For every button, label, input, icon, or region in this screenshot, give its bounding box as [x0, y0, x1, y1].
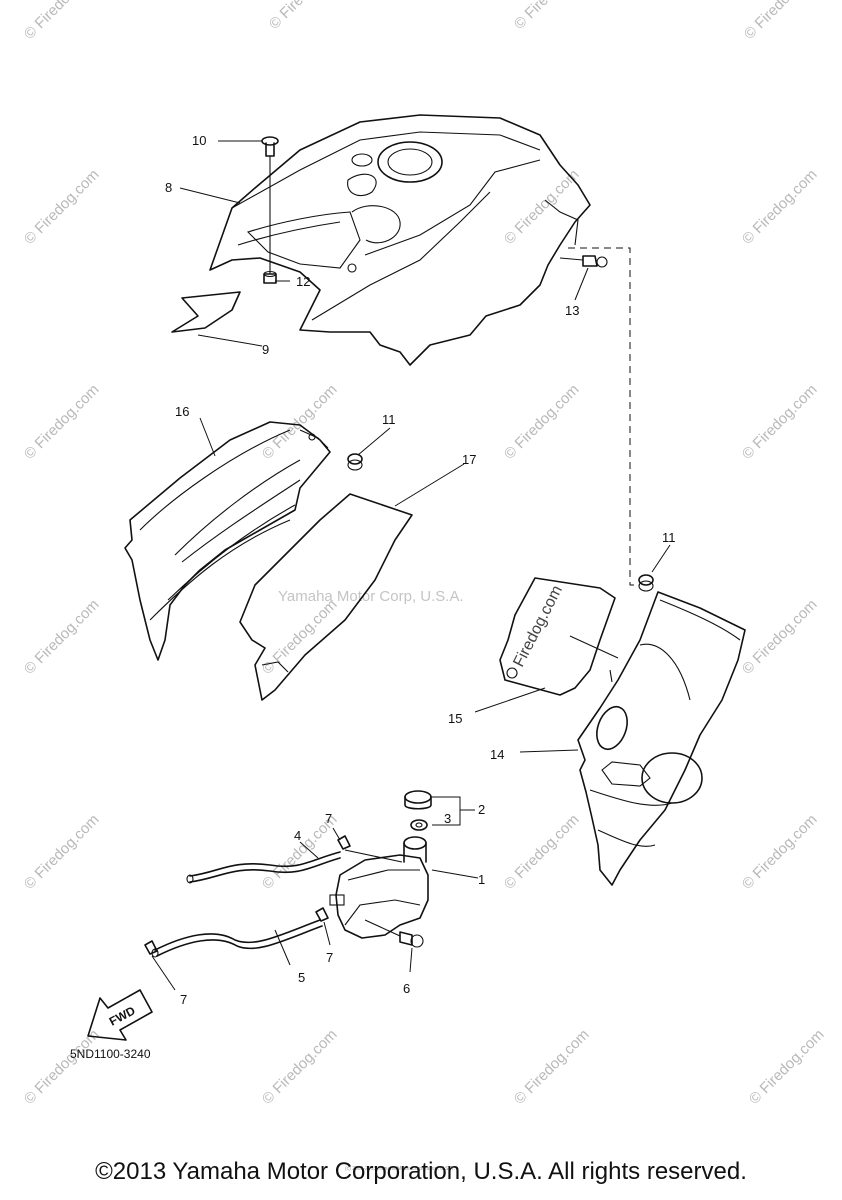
callout-14: 14	[490, 747, 504, 762]
diagram-code: 5ND1100-3240	[70, 1047, 151, 1061]
watermark-text: © Firedog.com	[259, 596, 341, 678]
watermark-text: © Firedog.com	[746, 1026, 828, 1108]
callout-11: 11	[662, 530, 676, 545]
callout-layer: 1 2 3 4 5 6 7 7 7 8 9 10 11 11 12 13 14 …	[151, 133, 676, 1007]
bolt-part	[559, 255, 608, 268]
washer-part	[410, 819, 428, 831]
cap-part	[404, 790, 432, 810]
watermark-text: © Firedog.com	[259, 1026, 341, 1108]
callout-15: 15	[448, 711, 462, 726]
connection-line	[568, 247, 640, 586]
callout-9: 9	[262, 342, 269, 357]
callout-13: 13	[565, 303, 579, 318]
left-pad-part	[239, 493, 413, 701]
callout-2: 2	[478, 802, 485, 817]
callout-7: 7	[325, 811, 332, 826]
watermark-text: © Firedog.com	[739, 811, 821, 893]
hose-upper-part	[186, 849, 403, 884]
callout-17: 17	[462, 452, 476, 467]
watermark-layer: © Firedog.com © Firedog.com © Firedog.co…	[21, 0, 828, 1108]
callout-16: 16	[175, 404, 189, 419]
clip-part	[315, 907, 329, 922]
watermark-text: © Firedog.com	[501, 166, 583, 248]
right-pad-part: Firedog.com	[499, 577, 619, 696]
watermark-text: © Firedog.com	[21, 166, 103, 248]
watermark-text: © Firedog.com	[739, 381, 821, 463]
pad-part	[171, 291, 241, 333]
watermark-text: © Firedog.com	[741, 0, 823, 43]
watermark-text: © Firedog.com	[511, 0, 593, 33]
left-side-cover-part	[124, 421, 331, 661]
callout-11: 11	[382, 412, 396, 427]
callout-4: 4	[294, 828, 301, 843]
clip-part	[337, 835, 351, 850]
copyright-footer: ©2013 Yamaha Motor Corporation, U.S.A. A…	[95, 1158, 747, 1185]
callout-8: 8	[165, 180, 172, 195]
callout-10: 10	[192, 133, 206, 148]
watermark-text: © Firedog.com	[21, 381, 103, 463]
hose-lower-part	[151, 919, 323, 958]
watermark-text: © Firedog.com	[21, 0, 103, 43]
callout-7: 7	[326, 950, 333, 965]
watermark-corp-text: Yamaha Motor Corp, U.S.A.	[278, 588, 464, 605]
watermark-text: © Firedog.com	[511, 1026, 593, 1108]
reservoir-tank-part	[329, 836, 429, 939]
fwd-arrow-icon: FWD	[87, 989, 153, 1041]
grommet-part	[638, 574, 654, 592]
watermark-text: Firedog.com	[510, 583, 566, 670]
watermark-text: © Firedog.com	[21, 596, 103, 678]
callout-6: 6	[403, 981, 410, 996]
watermark-text: © Firedog.com	[501, 811, 583, 893]
watermark-text: © Firedog.com	[501, 381, 583, 463]
callout-7: 7	[180, 992, 187, 1007]
left-pad-part	[261, 661, 289, 673]
fwd-label: FWD	[107, 1003, 138, 1028]
clip-part	[144, 940, 158, 955]
callout-3: 3	[444, 811, 451, 826]
watermark-text: © Firedog.com	[21, 1026, 103, 1108]
nut-part	[263, 270, 277, 284]
reservoir-bolt-part	[364, 919, 424, 948]
watermark-text: © Firedog.com	[739, 596, 821, 678]
tank-cover-part	[209, 114, 591, 366]
watermark-text: © Firedog.com	[266, 0, 348, 33]
right-side-cover-part	[577, 591, 746, 886]
callout-12: 12	[296, 274, 310, 289]
watermark-text: © Firedog.com	[21, 811, 103, 893]
screw-part	[261, 136, 279, 274]
watermark-text: © Firedog.com	[739, 166, 821, 248]
tiny-copyright-notice: (c) 2005-2015 Yamaha Motor Corporation, …	[345, 1166, 455, 1172]
callout-5: 5	[298, 970, 305, 985]
grommet-part	[347, 453, 363, 471]
callout-1: 1	[478, 872, 485, 887]
